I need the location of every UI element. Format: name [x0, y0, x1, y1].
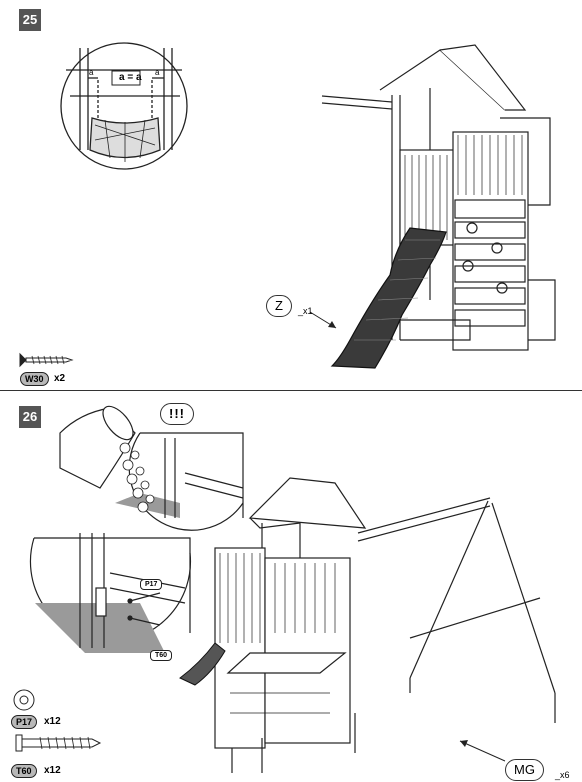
fastener-p17-qty: x12	[44, 716, 61, 727]
alignment-mark-right: a	[155, 68, 160, 77]
detail-tag-p17: P17	[140, 579, 163, 590]
slide-drawing	[330, 227, 447, 369]
alignment-label-box	[111, 70, 141, 86]
fastener-w30-qty: x2	[54, 373, 66, 384]
concrete-pour-detail	[59, 405, 244, 531]
part-z-qty: _x1	[298, 306, 313, 316]
part-mg-callout: MG	[505, 759, 544, 781]
lag-screw-icon	[15, 734, 102, 752]
alignment-mark-left: a	[89, 68, 94, 77]
part-mg-qty: _x6	[555, 770, 570, 780]
washer-icon	[13, 689, 35, 711]
fastener-t60-qty: x12	[44, 765, 61, 776]
fastener-w30-code: W30	[20, 372, 49, 386]
step-25-illustration	[19, 42, 556, 369]
warning-callout: !!!	[160, 403, 194, 425]
detail-tag-t60: T60	[150, 650, 173, 661]
step-26-illustration	[13, 405, 556, 773]
small-slide-drawing	[179, 642, 226, 686]
playset-with-swing-drawing	[214, 477, 556, 773]
concrete-particles	[119, 442, 155, 513]
slide-alignment-detail	[60, 42, 188, 170]
step-divider	[0, 390, 582, 391]
bolt-detail	[29, 533, 192, 653]
step-number: 26	[19, 406, 41, 428]
fastener-t60-code: T60	[11, 764, 37, 778]
alignment-label: a = a	[119, 72, 142, 83]
step-26-panel: 26	[0, 393, 582, 782]
step-number: 25	[19, 9, 41, 31]
part-z-callout: Z	[266, 295, 292, 317]
screw-icon	[19, 352, 74, 368]
fastener-p17-code: P17	[11, 715, 38, 729]
step-25-panel: 25	[0, 0, 582, 390]
play-tower-drawing	[321, 44, 556, 351]
